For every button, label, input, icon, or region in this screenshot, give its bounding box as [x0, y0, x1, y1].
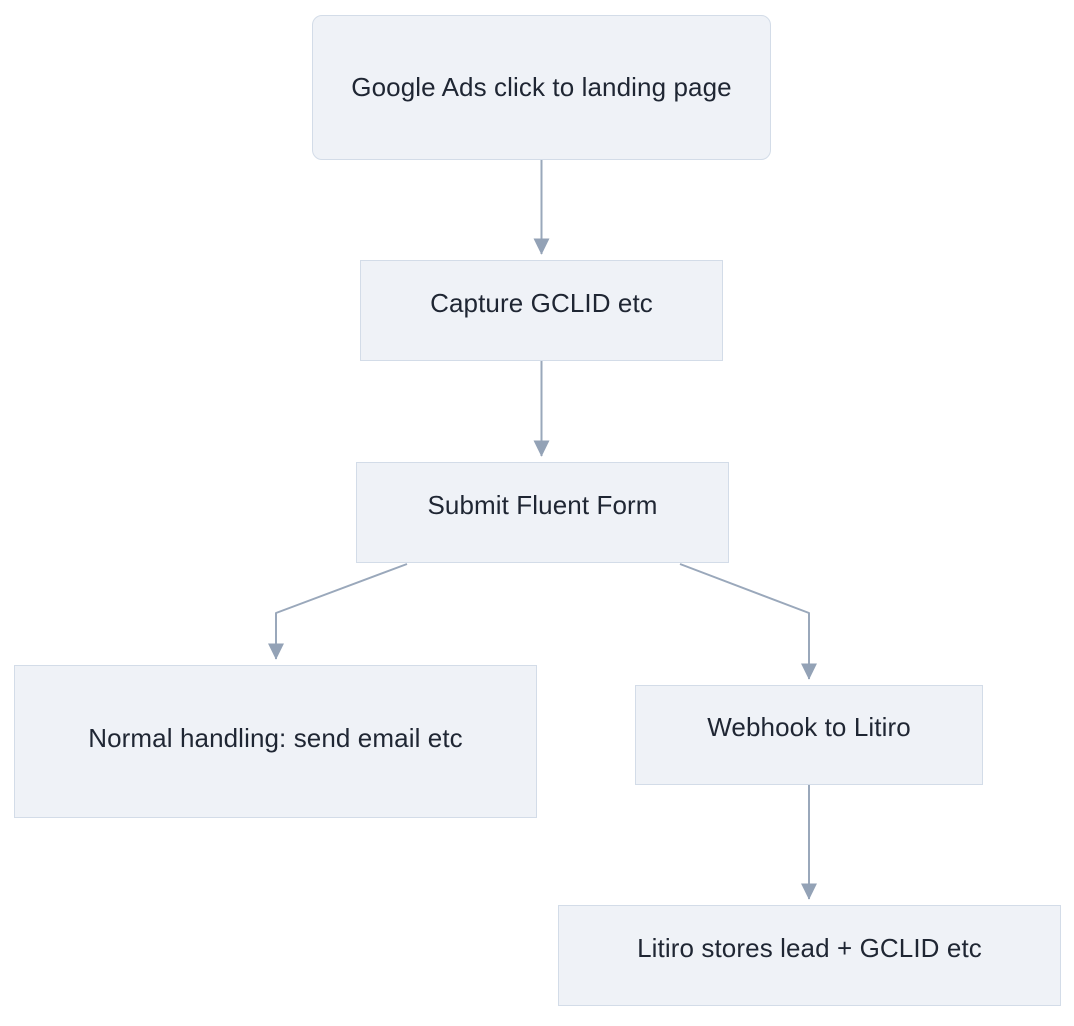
node-capture-gclid[interactable]: Capture GCLID etc [360, 260, 723, 361]
node-normal-handling[interactable]: Normal handling: send email etc [14, 665, 537, 818]
node-submit-fluent-form[interactable]: Submit Fluent Form [356, 462, 729, 563]
node-litiro-stores-lead[interactable]: Litiro stores lead + GCLID etc [558, 905, 1061, 1006]
node-webhook-to-litiro[interactable]: Webhook to Litiro [635, 685, 983, 785]
node-label: Submit Fluent Form [427, 490, 658, 521]
node-label: Normal handling: send email etc [88, 723, 463, 754]
node-label: Google Ads click to landing page [351, 72, 732, 103]
node-google-ads-click[interactable]: Google Ads click to landing page [312, 15, 771, 160]
node-label: Litiro stores lead + GCLID etc [637, 933, 982, 964]
edge-submit-webhook [679, 563, 818, 680]
edge-submit-normal [267, 563, 408, 660]
node-label: Webhook to Litiro [707, 711, 911, 742]
node-label: Capture GCLID etc [430, 288, 653, 319]
